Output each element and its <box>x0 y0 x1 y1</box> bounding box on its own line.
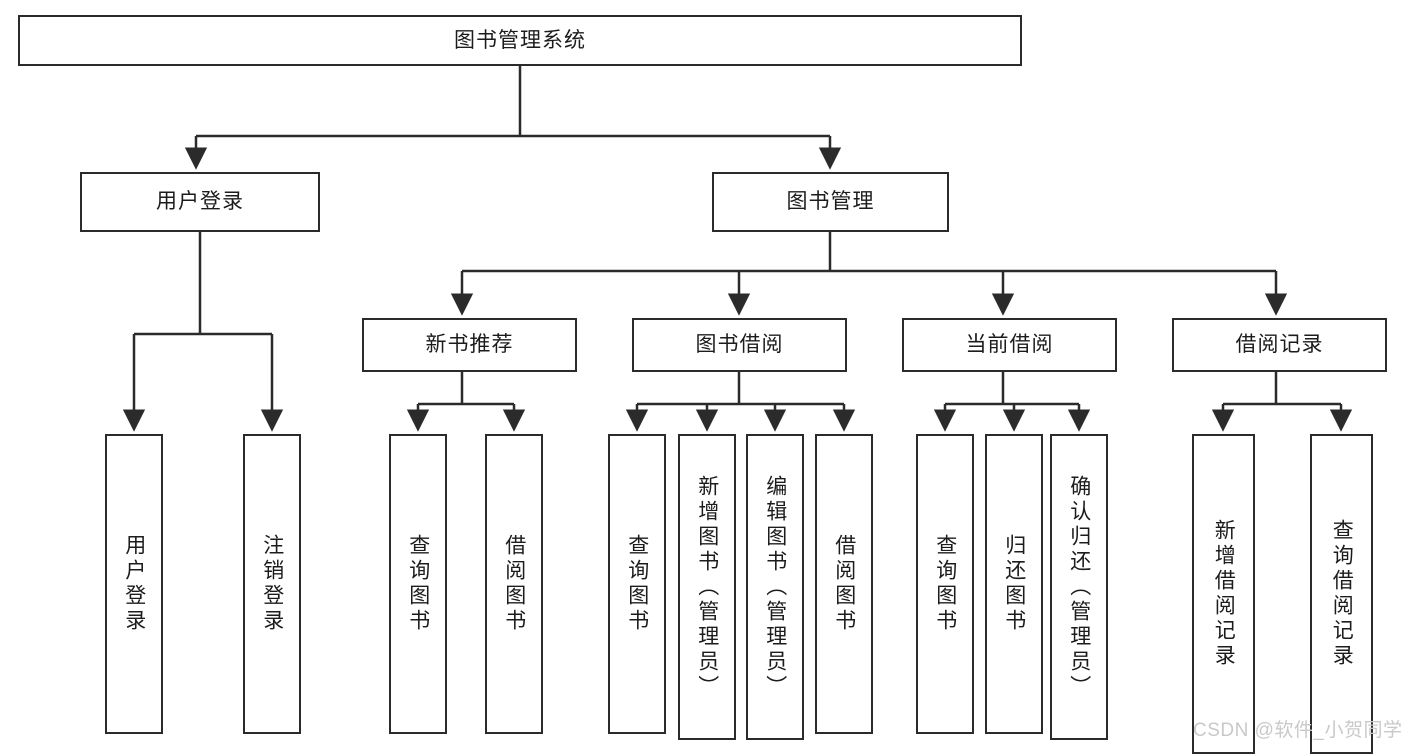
node-leaf-add-borrow-record[interactable]: 新增借阅记录 <box>1192 434 1255 754</box>
node-label: 用户登录 <box>122 534 146 634</box>
node-leaf-borrow-book-bb[interactable]: 借阅图书 <box>815 434 873 734</box>
node-current-borrow[interactable]: 当前借阅 <box>902 318 1117 372</box>
node-leaf-query-book-bb[interactable]: 查询图书 <box>608 434 666 734</box>
node-label: 归还图书 <box>1002 534 1026 634</box>
node-label: 借阅记录 <box>1235 333 1324 357</box>
node-label: 图书管理 <box>786 190 875 214</box>
node-leaf-borrow-book-nb[interactable]: 借阅图书 <box>485 434 543 734</box>
node-label: 查询图书 <box>625 534 649 634</box>
node-label: 查询图书 <box>933 534 957 634</box>
node-label: 查询借阅记录 <box>1330 519 1354 669</box>
watermark-text: CSDN @软件_小贺同学 <box>1193 720 1403 741</box>
node-label: 新书推荐 <box>425 333 514 357</box>
node-book-borrow[interactable]: 图书借阅 <box>632 318 847 372</box>
node-book-management[interactable]: 图书管理 <box>712 172 949 232</box>
node-label: 注销登录 <box>260 534 284 634</box>
node-leaf-add-book-admin[interactable]: 新增图书（管理员） <box>678 434 736 740</box>
node-leaf-edit-book-admin[interactable]: 编辑图书（管理员） <box>746 434 804 740</box>
node-new-book-recommend[interactable]: 新书推荐 <box>362 318 577 372</box>
node-leaf-query-borrow-record[interactable]: 查询借阅记录 <box>1310 434 1373 754</box>
node-user-login[interactable]: 用户登录 <box>80 172 320 232</box>
node-leaf-return-book[interactable]: 归还图书 <box>985 434 1043 734</box>
node-label: 查询图书 <box>406 534 430 634</box>
node-leaf-user-login[interactable]: 用户登录 <box>105 434 163 734</box>
node-borrow-record[interactable]: 借阅记录 <box>1172 318 1387 372</box>
node-label: 用户登录 <box>156 190 244 214</box>
node-leaf-logout[interactable]: 注销登录 <box>243 434 301 734</box>
node-label: 借阅图书 <box>832 534 856 634</box>
node-label: 图书借阅 <box>695 333 784 357</box>
node-root-system[interactable]: 图书管理系统 <box>18 15 1022 66</box>
node-label: 当前借阅 <box>965 333 1054 357</box>
node-label: 新增图书（管理员） <box>695 474 719 700</box>
node-leaf-confirm-return-admin[interactable]: 确认归还（管理员） <box>1050 434 1108 740</box>
node-leaf-query-book-nb[interactable]: 查询图书 <box>389 434 447 734</box>
node-label: 图书管理系统 <box>454 28 586 52</box>
node-label: 新增借阅记录 <box>1212 519 1236 669</box>
node-label: 借阅图书 <box>502 534 526 634</box>
node-label: 确认归还（管理员） <box>1067 474 1091 700</box>
node-label: 编辑图书（管理员） <box>763 474 787 700</box>
node-leaf-query-book-cb[interactable]: 查询图书 <box>916 434 974 734</box>
